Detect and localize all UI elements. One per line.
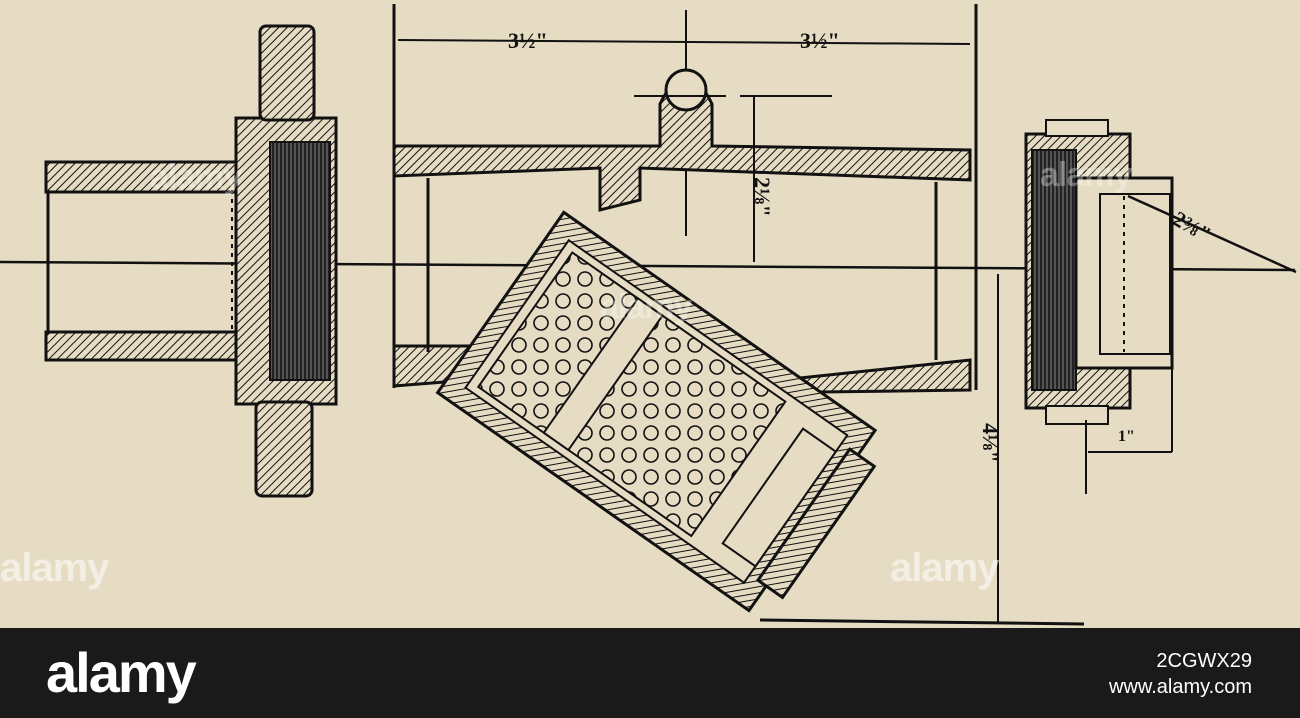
alamy-logo: alamy <box>46 641 197 704</box>
site-url: www.alamy.com <box>1109 676 1252 698</box>
dimension-small-right: 1" <box>1118 428 1135 445</box>
dimension-vertical-low: 4⅛" <box>977 423 1003 463</box>
watermark: alamy <box>600 288 692 326</box>
watermark: alamy <box>0 546 109 590</box>
strainer-technical-drawing: 3½" 3½" 2⅛" 2⅜" 4⅛" 1" alamy alamy alamy… <box>0 0 1300 628</box>
drawing-svg <box>0 4 1297 626</box>
image-id: 2CGWX29 <box>1156 650 1252 672</box>
dimension-top-left: 3½" <box>508 28 548 53</box>
watermark: alamy <box>150 158 242 196</box>
screen-chamber <box>435 210 878 613</box>
right-union <box>759 119 1297 626</box>
dimension-top-right: 3½" <box>800 28 840 53</box>
dimension-vertical-mid: 2⅛" <box>749 177 775 217</box>
watermark: alamy <box>890 546 999 590</box>
watermark: alamy <box>1040 156 1132 194</box>
footer-bar <box>0 628 1300 718</box>
strainer-body <box>392 4 978 394</box>
left-union <box>44 24 338 498</box>
